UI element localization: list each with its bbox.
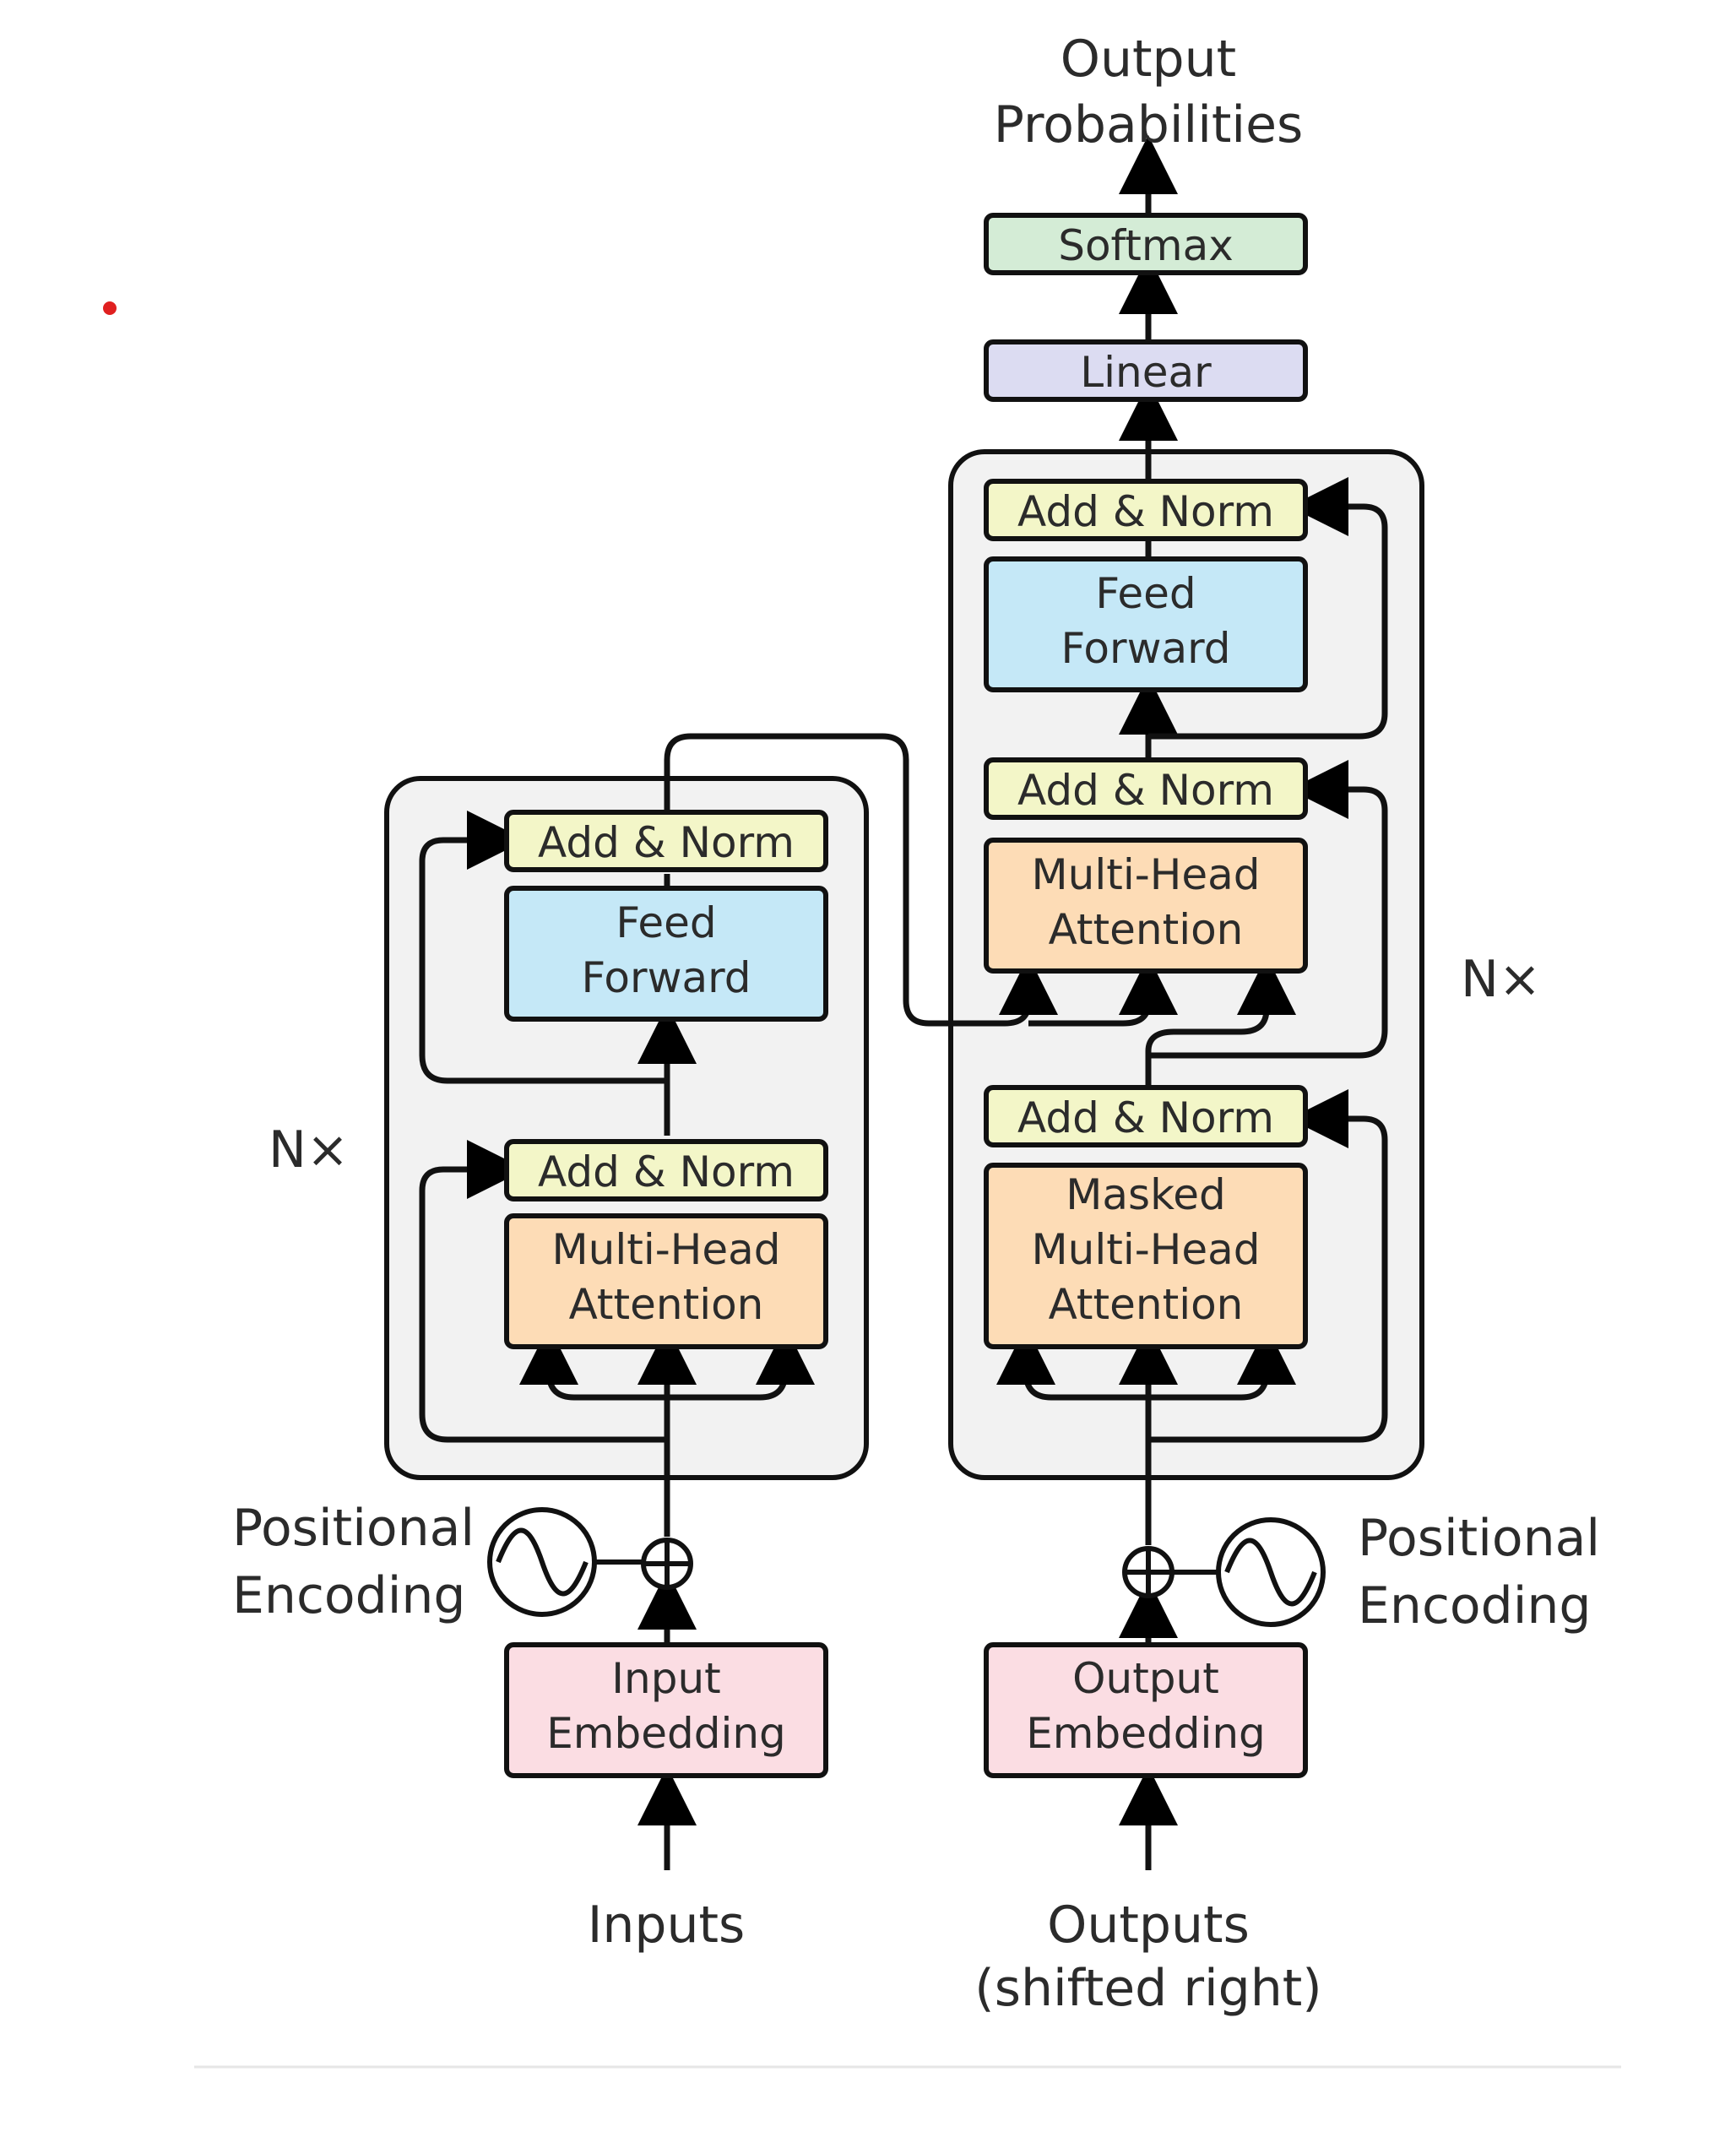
encoder-add-norm-bottom-label: Add & Norm — [538, 1147, 795, 1196]
output-embedding-block — [984, 1642, 1308, 1778]
decoder-nx-label: N× — [1461, 950, 1541, 1009]
encoder-positional-encoding-icon — [487, 1507, 643, 1617]
softmax-label: Softmax — [1058, 221, 1234, 270]
softmax-block — [984, 213, 1308, 275]
encoder-add-icon — [641, 1538, 693, 1590]
encoder-feed-forward — [504, 886, 828, 1022]
encoder-multi-head-attention — [504, 1213, 828, 1349]
outputs-label: Outputs — [1047, 1896, 1250, 1955]
encoder-stack — [384, 776, 869, 1480]
masked-attention-label-2: Multi-Head — [1032, 1225, 1261, 1274]
outputs-shifted-label: (shifted right) — [974, 1959, 1321, 2018]
linear-block — [984, 339, 1308, 402]
decoder-feed-forward-label-2: Forward — [1061, 624, 1230, 673]
red-dot-marker — [103, 301, 117, 315]
decoder-add-icon — [1122, 1546, 1175, 1598]
decoder-feed-forward-label-1: Feed — [1095, 569, 1196, 618]
input-embedding-label-2: Embedding — [546, 1709, 786, 1758]
encoder-add-norm-top-label: Add & Norm — [538, 818, 795, 867]
encoder-connectors — [419, 733, 1178, 1642]
decoder-add-norm-middle — [984, 757, 1308, 820]
encoder-attention-label-2: Attention — [569, 1280, 764, 1329]
decoder-feed-forward — [984, 556, 1308, 692]
decoder-add-norm-middle-label: Add & Norm — [1017, 766, 1274, 815]
output-embedding-label-1: Output — [1072, 1654, 1219, 1703]
decoder-masked-attention — [984, 1163, 1308, 1349]
output-probabilities-label-2: Probabilities — [994, 95, 1304, 155]
decoder-attention-label-1: Multi-Head — [1032, 850, 1261, 899]
encoder-positional-encoding-label-2: Encoding — [232, 1566, 466, 1625]
encoder-positional-encoding-label-1: Positional — [232, 1499, 475, 1558]
encoder-add-norm-top — [504, 810, 828, 872]
linear-label: Linear — [1080, 348, 1212, 397]
decoder-positional-encoding-label-2: Encoding — [1358, 1576, 1592, 1635]
decoder-add-norm-top — [984, 479, 1308, 541]
input-embedding-block — [504, 1642, 828, 1778]
decoder-positional-encoding-label-1: Positional — [1358, 1509, 1600, 1568]
decoder-connectors — [996, 135, 1388, 1642]
decoder-positional-encoding-icon — [1172, 1517, 1326, 1627]
input-embedding-label-1: Input — [611, 1654, 720, 1703]
decoder-add-norm-bottom-label: Add & Norm — [1017, 1093, 1274, 1142]
decoder-multi-head-attention — [984, 838, 1308, 974]
decoder-add-norm-top-label: Add & Norm — [1017, 487, 1274, 536]
encoder-attention-label-1: Multi-Head — [552, 1225, 781, 1274]
encoder-feed-forward-label-1: Feed — [616, 898, 716, 947]
decoder-attention-label-2: Attention — [1049, 905, 1244, 954]
masked-attention-label-3: Attention — [1049, 1280, 1244, 1329]
encoder-feed-forward-label-2: Forward — [581, 953, 751, 1002]
encoder-nx-label: N× — [269, 1120, 349, 1180]
encoder-add-norm-bottom — [504, 1139, 828, 1201]
decoder-add-norm-bottom — [984, 1085, 1308, 1147]
output-probabilities-label-1: Output — [1061, 30, 1236, 89]
output-embedding-label-2: Embedding — [1026, 1709, 1266, 1758]
masked-attention-label-1: Masked — [1066, 1170, 1226, 1219]
input-arrows — [637, 1766, 1178, 1870]
inputs-label: Inputs — [588, 1896, 746, 1955]
